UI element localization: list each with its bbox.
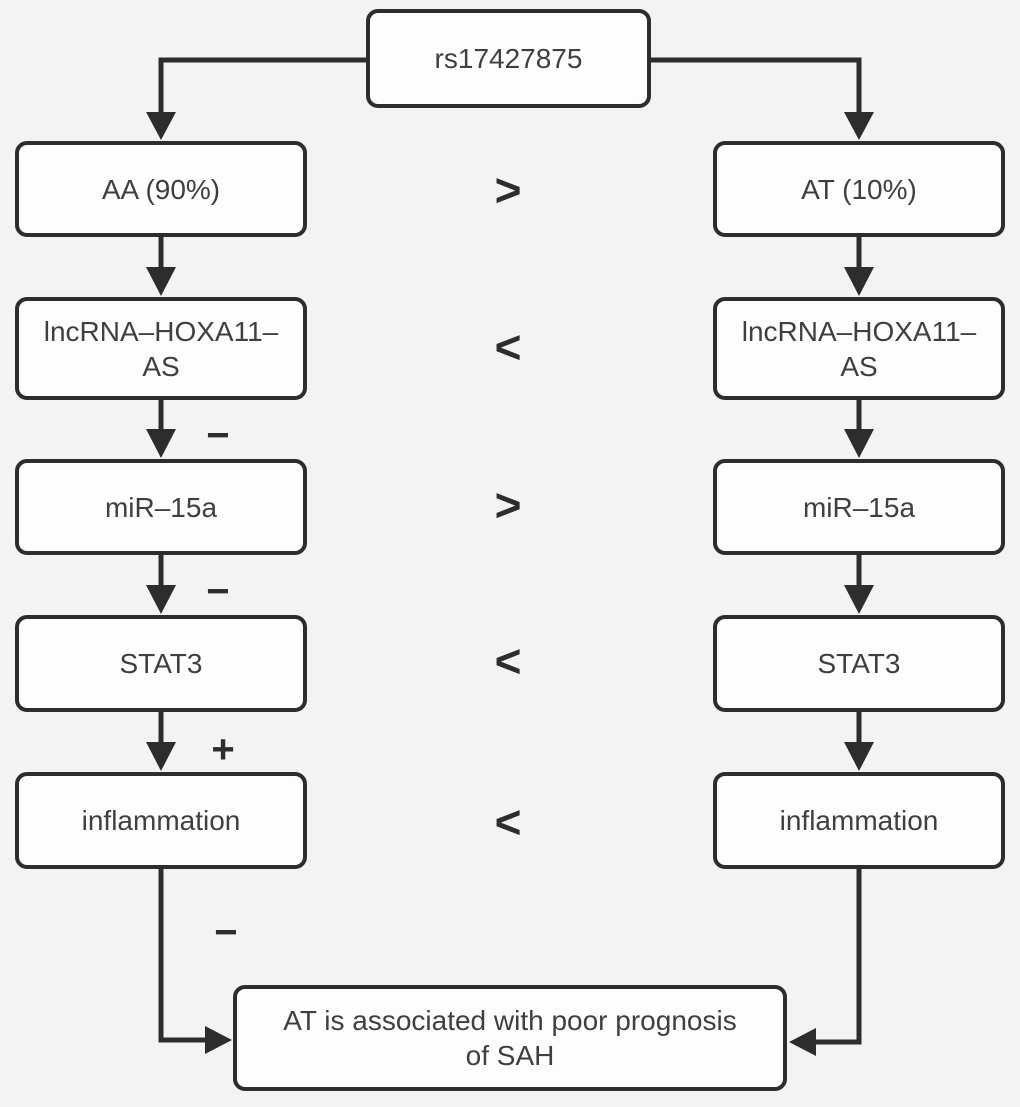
comparison-sign-lncrna: < — [494, 321, 522, 373]
node-mir-15a-left: miR–15a — [15, 459, 307, 555]
arrowhead-down-icon — [146, 429, 176, 458]
edge-sign-stat3-to-inflammation: + — [211, 727, 235, 772]
node-label: inflammation — [779, 805, 939, 836]
connector-left-stat3-to-inflammation — [146, 712, 176, 771]
connector-root-to-aa — [146, 57, 366, 140]
connector-left-aa-to-lncrna — [146, 237, 176, 296]
node-label: lncRNA–HOXA11–AS — [741, 315, 977, 382]
node-lncrna-hoxa11-as-right: lncRNA–HOXA11–AS — [713, 297, 1005, 400]
node-label: AT is associated with poor prognosis of … — [283, 1005, 737, 1071]
arrowhead-down-icon — [844, 112, 874, 140]
node-inflammation-right: inflammation — [713, 772, 1005, 869]
node-conclusion: AT is associated with poor prognosis of … — [233, 985, 787, 1091]
edge-sign-mir-to-stat3: − — [206, 569, 230, 614]
connector-right-at-to-lncrna — [844, 237, 874, 296]
connector-right-stat3-to-inflammation — [844, 712, 874, 771]
comparison-sign-stat3: < — [494, 635, 522, 687]
comparison-sign-inflammation: < — [494, 796, 522, 848]
node-lncrna-hoxa11-as-left: lncRNA–HOXA11–AS — [15, 297, 307, 400]
arrowhead-left-icon — [789, 1028, 816, 1056]
node-inflammation-left: inflammation — [15, 772, 307, 869]
node-stat3-right: STAT3 — [713, 615, 1005, 712]
edge-sign-lncrna-to-mir: − — [206, 413, 230, 458]
node-label: lncRNA–HOXA11–AS — [43, 315, 279, 382]
node-rs17427875: rs17427875 — [366, 9, 651, 108]
arrowhead-down-icon — [844, 742, 874, 771]
connector-root-to-at — [651, 57, 874, 140]
arrowhead-down-icon — [146, 742, 176, 771]
comparison-sign-mir-15a: > — [494, 479, 522, 531]
node-genotype-aa: AA (90%) — [15, 141, 307, 237]
node-label: inflammation — [81, 805, 241, 836]
arrowhead-right-icon — [205, 1026, 232, 1054]
arrowhead-down-icon — [844, 585, 874, 614]
node-genotype-at: AT (10%) — [713, 141, 1005, 237]
connector-right-lncrna-to-mir — [844, 400, 874, 458]
connector-left-inflammation-to-conclusion — [158, 869, 232, 1054]
comparison-sign-genotype: > — [494, 164, 522, 216]
node-label: AA (90%) — [101, 173, 221, 205]
node-label: miR–15a — [104, 491, 218, 523]
arrowhead-down-icon — [844, 429, 874, 458]
connector-right-inflammation-to-conclusion — [789, 869, 862, 1056]
node-label: STAT3 — [119, 648, 203, 679]
node-stat3-left: STAT3 — [15, 615, 307, 712]
arrowhead-down-icon — [146, 112, 176, 140]
node-label: miR–15a — [802, 491, 916, 523]
connector-left-lncrna-to-mir — [146, 400, 176, 458]
node-label: STAT3 — [817, 648, 901, 679]
arrowhead-down-icon — [844, 267, 874, 296]
arrowhead-down-icon — [146, 585, 176, 614]
node-label: rs17427875 — [434, 43, 583, 74]
edge-sign-inflammation-to-conclusion: − — [214, 910, 238, 955]
connector-left-mir-to-stat3 — [146, 555, 176, 614]
connector-right-mir-to-stat3 — [844, 555, 874, 614]
arrowhead-down-icon — [146, 267, 176, 296]
node-label: AT (10%) — [801, 173, 917, 205]
node-mir-15a-right: miR–15a — [713, 459, 1005, 555]
